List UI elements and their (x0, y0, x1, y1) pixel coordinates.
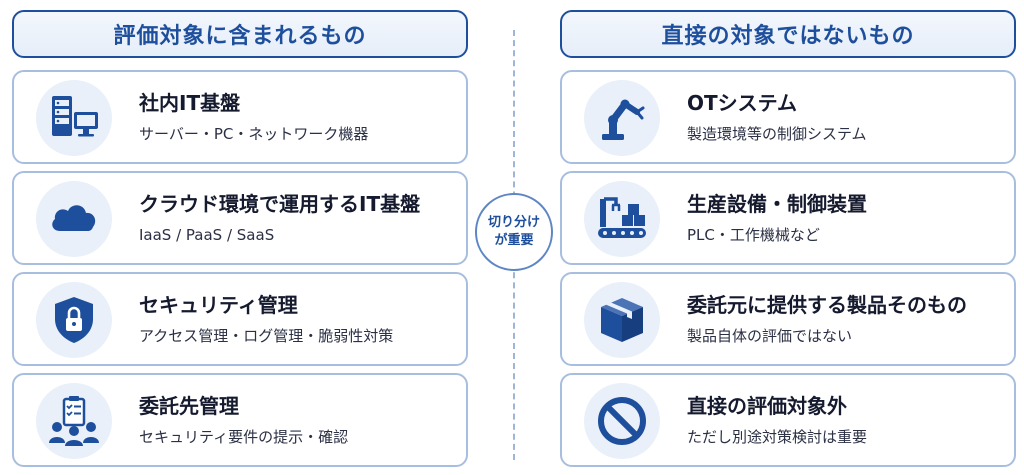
excluded-item-product: 委託元に提供する製品そのもの 製品自体の評価ではない (560, 272, 1016, 366)
item-subtitle: 製品自体の評価ではない (687, 327, 853, 345)
included-item-security: セキュリティ管理 アクセス管理・ログ管理・脆弱性対策 (12, 272, 468, 366)
item-subtitle: ただし別途対策検討は重要 (687, 428, 868, 446)
prohibited-icon (584, 383, 660, 459)
excluded-item-out-of-scope: 直接の評価対象外 ただし別途対策検討は重要 (560, 373, 1016, 467)
item-subtitle: 製造環境等の制御システム (687, 125, 867, 143)
shield-lock-icon (36, 282, 112, 358)
conveyor-icon (584, 181, 660, 257)
server-pc-icon (36, 80, 112, 156)
box-icon (584, 282, 660, 358)
included-header: 評価対象に含まれるもの (12, 10, 468, 58)
item-title: 委託元に提供する製品そのもの (687, 293, 967, 317)
item-subtitle: IaaS / PaaS / SaaS (139, 226, 275, 244)
center-badge: 切り分け が重要 (475, 193, 553, 271)
excluded-item-ot: OTシステム 製造環境等の制御システム (560, 70, 1016, 164)
item-subtitle: PLC・工作機械など (687, 226, 820, 244)
included-column: 評価対象に含まれるもの 社内IT基盤 サーバー・PC・ネットワーク機器 (12, 10, 468, 467)
item-title: 直接の評価対象外 (687, 394, 847, 418)
item-title: 社内IT基盤 (139, 91, 241, 115)
included-item-internal-it: 社内IT基盤 サーバー・PC・ネットワーク機器 (12, 70, 468, 164)
robot-arm-icon (584, 80, 660, 156)
item-title: セキュリティ管理 (139, 293, 298, 317)
item-subtitle: サーバー・PC・ネットワーク機器 (139, 125, 369, 143)
cloud-icon (36, 181, 112, 257)
center-badge-line1: 切り分け (487, 215, 540, 230)
item-title: 生産設備・制御装置 (687, 192, 867, 216)
excluded-column: 直接の対象ではないもの OTシステム 製造環境等の制御システム (560, 10, 1016, 467)
included-item-vendor: 委託先管理 セキュリティ要件の提示・確認 (12, 373, 468, 467)
team-checklist-icon (36, 383, 112, 459)
item-title: OTシステム (687, 91, 798, 115)
item-title: 委託先管理 (139, 394, 239, 418)
item-subtitle: アクセス管理・ログ管理・脆弱性対策 (139, 327, 394, 345)
item-subtitle: セキュリティ要件の提示・確認 (139, 428, 349, 446)
excluded-header: 直接の対象ではないもの (560, 10, 1016, 58)
center-badge-line2: が重要 (494, 233, 534, 248)
excluded-item-production: 生産設備・制御装置 PLC・工作機械など (560, 171, 1016, 265)
included-item-cloud: クラウド環境で運用するIT基盤 IaaS / PaaS / SaaS (12, 171, 468, 265)
item-title: クラウド環境で運用するIT基盤 (139, 192, 421, 216)
